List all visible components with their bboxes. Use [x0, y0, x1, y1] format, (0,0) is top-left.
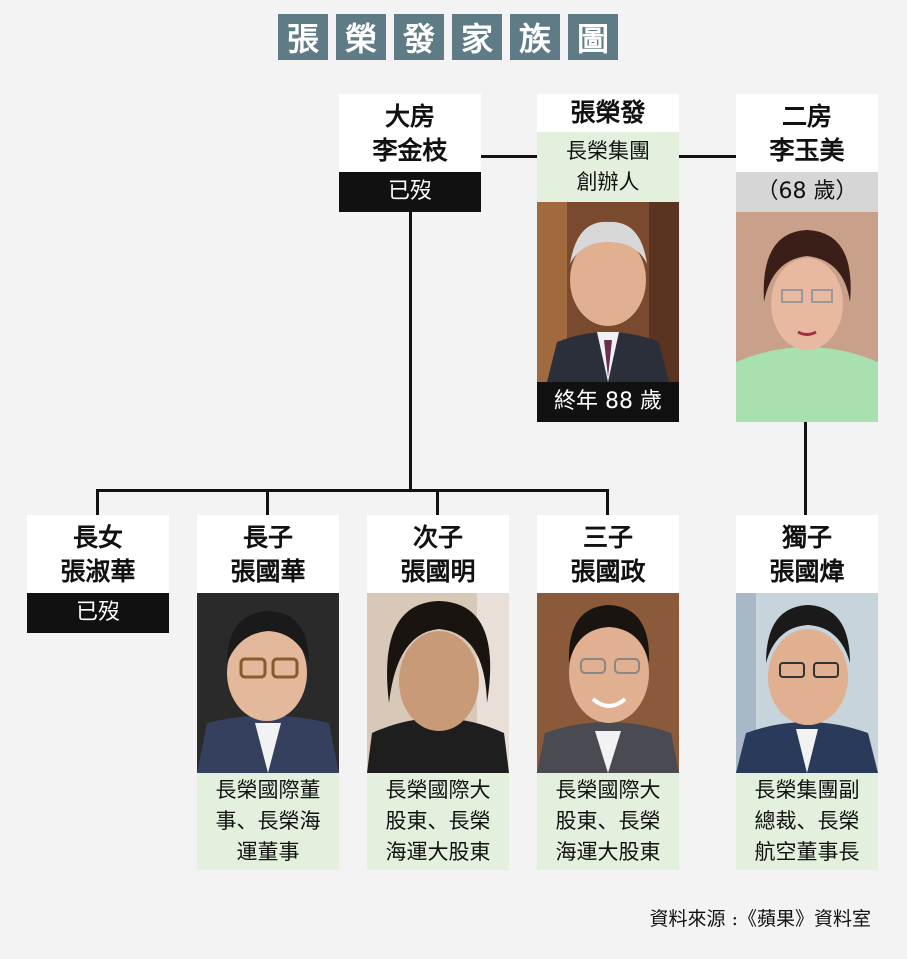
wife1-fullname: 李金枝: [372, 136, 448, 165]
founder-card: 張榮發 長榮集團 創辦人 終年 88 歲: [537, 94, 679, 422]
child-photo: [367, 593, 509, 773]
child-desc: 長榮國際大 股東、長榮 海運大股東: [367, 773, 509, 870]
title-char: 張: [278, 14, 328, 60]
source-note: 資料來源 :《蘋果》資料室: [649, 908, 871, 930]
wife2-fullname: 李玉美: [769, 136, 845, 165]
child-desc-line: 長榮集團副: [754, 778, 860, 802]
child-fullname: 張國煒: [769, 557, 845, 586]
marriage-line-right: [679, 155, 737, 158]
child-name: 三子 張國政: [537, 515, 679, 593]
child-name: 長女 張淑華: [27, 515, 169, 593]
founder-role: 長榮集團 創辦人: [537, 132, 679, 202]
child-name: 長子 張國華: [197, 515, 339, 593]
wife1-name: 大房 李金枝: [339, 94, 481, 172]
founder-role-line: 長榮集團: [566, 139, 650, 163]
child-desc-line: 海運大股東: [385, 840, 491, 864]
title-char: 家: [452, 14, 502, 60]
child-desc-line: 長榮國際大: [555, 778, 661, 802]
founder-role-line: 創辦人: [576, 170, 640, 194]
founder-name: 張榮發: [537, 94, 679, 132]
child-fullname: 張國明: [400, 557, 476, 586]
title-char: 發: [394, 14, 444, 60]
child-desc-line: 航空董事長: [754, 840, 860, 864]
title-char: 圖: [568, 14, 618, 60]
child-desc-line: 股東、長榮: [385, 809, 491, 833]
child-title: 長子: [242, 523, 293, 552]
page-title: 張 榮 發 家 族 圖: [278, 14, 618, 60]
child-name: 獨子 張國煒: [736, 515, 878, 593]
child-card-eldest-daughter: 長女 張淑華 已歿: [27, 515, 169, 633]
child-name: 次子 張國明: [367, 515, 509, 593]
child-desc-line: 長榮國際大: [385, 778, 491, 802]
wife2-title: 二房: [781, 102, 832, 131]
wife2-name: 二房 李玉美: [736, 94, 878, 172]
title-char: 族: [510, 14, 560, 60]
child-title: 三子: [582, 523, 633, 552]
child-desc-line: 海運大股東: [555, 840, 661, 864]
wife2-age: （68 歲）: [736, 172, 878, 212]
child3-drop: [436, 489, 439, 515]
child-desc-line: 事、長榮海: [215, 809, 321, 833]
child4-drop: [606, 489, 609, 515]
child-desc: 長榮集團副 總裁、長榮 航空董事長: [736, 773, 878, 870]
child-desc-line: 長榮國際董: [215, 778, 321, 802]
child-title: 長女: [72, 523, 123, 552]
marriage-line-left: [480, 155, 538, 158]
child-desc-line: 股東、長榮: [555, 809, 661, 833]
wife2-card: 二房 李玉美 （68 歲）: [736, 94, 878, 422]
child-status: 已歿: [27, 593, 169, 633]
wife1-descent-line: [409, 210, 412, 492]
wife2-descent-line: [804, 420, 807, 516]
child-card-second-son: 次子 張國明 長榮國際大 股東、長榮 海運大股東: [367, 515, 509, 870]
founder-photo: [537, 202, 679, 382]
child-card-eldest-son: 長子 張國華 長榮國際董 事、長榮海 運董事: [197, 515, 339, 870]
child-card-only-son: 獨子 張國煒 長榮集團副 總裁、長榮 航空董事長: [736, 515, 878, 870]
founder-age: 終年 88 歲: [537, 382, 679, 422]
children-bar: [96, 489, 609, 492]
title-char: 榮: [336, 14, 386, 60]
child-card-third-son: 三子 張國政 長榮國際大 股東、長榮 海運大股東: [537, 515, 679, 870]
child-fullname: 張國政: [570, 557, 646, 586]
child-desc-line: 總裁、長榮: [754, 809, 860, 833]
child-fullname: 張淑華: [60, 557, 136, 586]
child-fullname: 張國華: [230, 557, 306, 586]
child2-drop: [266, 489, 269, 515]
child1-drop: [96, 489, 99, 515]
child-photo: [197, 593, 339, 773]
wife1-title: 大房: [384, 102, 435, 131]
wife2-photo: [736, 212, 878, 422]
child-desc: 長榮國際董 事、長榮海 運董事: [197, 773, 339, 870]
child-desc: 長榮國際大 股東、長榮 海運大股東: [537, 773, 679, 870]
child-title: 次子: [412, 523, 463, 552]
child-photo: [537, 593, 679, 773]
child-desc-line: 運董事: [236, 840, 300, 864]
wife1-status: 已歿: [339, 172, 481, 212]
wife1-card: 大房 李金枝 已歿: [339, 94, 481, 212]
child-photo: [736, 593, 878, 773]
child-title: 獨子: [781, 523, 832, 552]
